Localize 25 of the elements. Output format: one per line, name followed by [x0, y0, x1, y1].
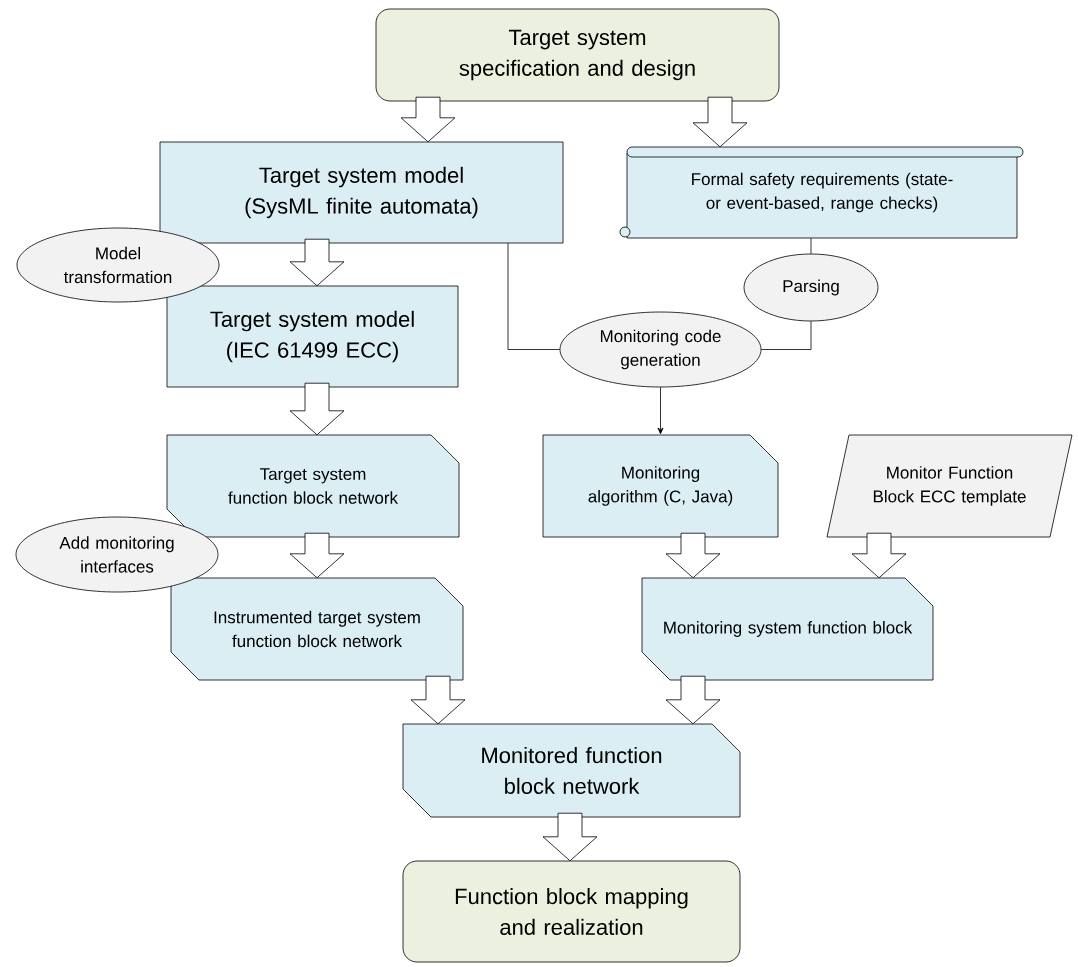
- block-arrow: [665, 675, 721, 725]
- block-arrow: [665, 532, 721, 579]
- terminal-box: Target system specification and design: [375, 8, 780, 102]
- card-box: Instrumented target system function block network: [170, 577, 464, 681]
- block-arrow: [692, 96, 748, 148]
- block-arrow: [542, 812, 598, 862]
- card-box: Monitoring algorithm (C, Java): [542, 434, 779, 538]
- data-parallelogram: Monitor Function Block ECC template: [826, 434, 1073, 538]
- connector-line: [810, 237, 812, 255]
- connector-line: [760, 320, 812, 350]
- arrow: [657, 386, 664, 435]
- block-arrow: [400, 96, 456, 143]
- block-arrow: [410, 675, 466, 725]
- block-arrow: [289, 382, 345, 436]
- terminal-box: Function block mapping and realization: [402, 860, 741, 963]
- card-box: Target system function block network: [166, 434, 460, 538]
- process-box: Target system model (SysML finite automata): [159, 141, 564, 244]
- block-arrow: [289, 238, 345, 287]
- block-arrow: [289, 532, 345, 579]
- process-box: Target system model (IEC 61499 ECC): [166, 285, 459, 388]
- card-box: Monitoring system function block: [641, 577, 934, 681]
- card-box: Monitored function block network: [402, 723, 741, 818]
- connector-line: [507, 242, 561, 350]
- block-arrow: [851, 532, 907, 579]
- scroll-box: Formal safety requirements (state- or event-based, range checks): [619, 146, 1024, 239]
